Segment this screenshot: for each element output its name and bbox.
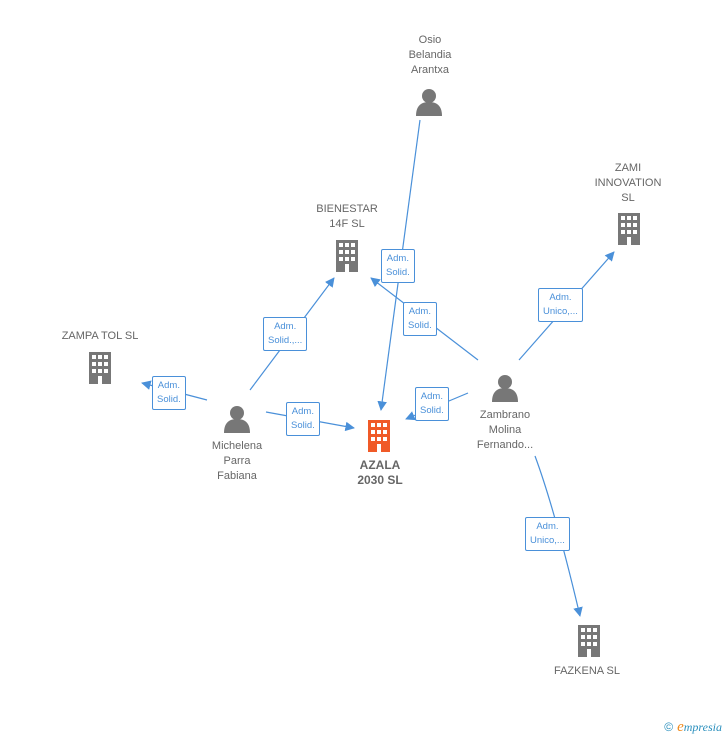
copyright-icon: ©: [664, 720, 674, 734]
node-label-fazkena[interactable]: FAZKENA SL: [554, 664, 620, 679]
edge-label-line: Adm.: [274, 321, 297, 332]
edge-label-line: Adm.: [549, 292, 572, 303]
label-line: Osio: [418, 34, 442, 46]
edge-label-line: Solid.: [291, 420, 315, 431]
label-line: ZAMI: [614, 162, 642, 174]
label-line: INNOVATION: [594, 177, 662, 189]
building-icon-bienestar[interactable]: [336, 240, 358, 272]
brand-name: mpresia: [683, 720, 722, 734]
edge-label-michelena-bienestar[interactable]: Adm. Solid.,...: [263, 317, 308, 351]
label-line: Arantxa: [411, 64, 449, 76]
edge-label-line: Adm.: [386, 253, 409, 264]
edge-label-zambrano-fazkena[interactable]: Adm. Unico,...: [525, 517, 570, 551]
label-line: AZALA: [359, 458, 401, 472]
building-icon-azala[interactable]: [368, 420, 390, 452]
edge-label-line: Adm.: [408, 306, 431, 317]
label-line: FAZKENA SL: [553, 665, 621, 677]
edge-label-line: Unico,...: [543, 306, 578, 317]
person-icon-michelena[interactable]: [224, 406, 250, 433]
edge-label-line: Adm.: [157, 380, 180, 391]
edge-label-zambrano-zami[interactable]: Adm. Unico,...: [538, 288, 583, 322]
edge-label-zambrano-bienestar[interactable]: Adm. Solid.: [403, 302, 437, 336]
label-line: Michelena: [211, 440, 263, 452]
label-line: 2030 SL: [357, 473, 403, 487]
node-label-osio[interactable]: Osio Belandia Arantxa: [409, 33, 452, 78]
edge-label-line: Unico,...: [530, 535, 565, 546]
label-line: Molina: [488, 424, 522, 436]
edge-label-michelena-azala[interactable]: Adm. Solid.: [286, 402, 320, 436]
edge-label-line: Solid.: [386, 267, 410, 278]
label-line: Belandia: [408, 49, 452, 61]
building-icon-zami[interactable]: [618, 213, 640, 245]
label-line: Fernando...: [476, 439, 534, 451]
edge-label-zambrano-azala[interactable]: Adm. Solid.: [415, 387, 449, 421]
edge-label-line: Solid.: [420, 405, 444, 416]
node-label-zambrano[interactable]: Zambrano Molina Fernando...: [477, 408, 533, 453]
label-line: Parra: [223, 455, 251, 467]
label-line: Zambrano: [479, 409, 531, 421]
label-line: BIENESTAR: [316, 203, 378, 215]
label-line: Fabiana: [217, 470, 257, 482]
edge-label-line: Adm.: [420, 391, 443, 402]
watermark-logo: ©empresia: [664, 719, 722, 736]
edge-label-line: Solid.: [408, 320, 432, 331]
brand-initial: e: [677, 719, 684, 735]
edge-label-michelena-zampa[interactable]: Adm. Solid.: [152, 376, 186, 410]
edge-label-line: Adm.: [291, 406, 314, 417]
edge-label-line: Solid.: [157, 394, 181, 405]
edge-label-line: Solid.,...: [268, 335, 303, 346]
label-line: ZAMPA TOL SL: [61, 330, 139, 342]
building-icon-fazkena[interactable]: [578, 625, 600, 657]
edge-label-osio-azala[interactable]: Adm. Solid.: [381, 249, 415, 283]
building-icon-zampa[interactable]: [89, 352, 111, 384]
node-label-bienestar[interactable]: BIENESTAR 14F SL: [316, 202, 378, 232]
node-label-zampa[interactable]: ZAMPA TOL SL: [62, 329, 139, 344]
person-icon-osio[interactable]: [416, 89, 442, 116]
node-label-zami[interactable]: ZAMI INNOVATION SL: [595, 161, 662, 206]
node-label-azala[interactable]: AZALA 2030 SL: [357, 458, 402, 488]
label-line: SL: [621, 192, 635, 204]
person-icon-zambrano[interactable]: [492, 375, 518, 402]
node-label-michelena[interactable]: Michelena Parra Fabiana: [212, 439, 262, 484]
label-line: 14F SL: [329, 218, 365, 230]
edge-label-line: Adm.: [536, 521, 559, 532]
